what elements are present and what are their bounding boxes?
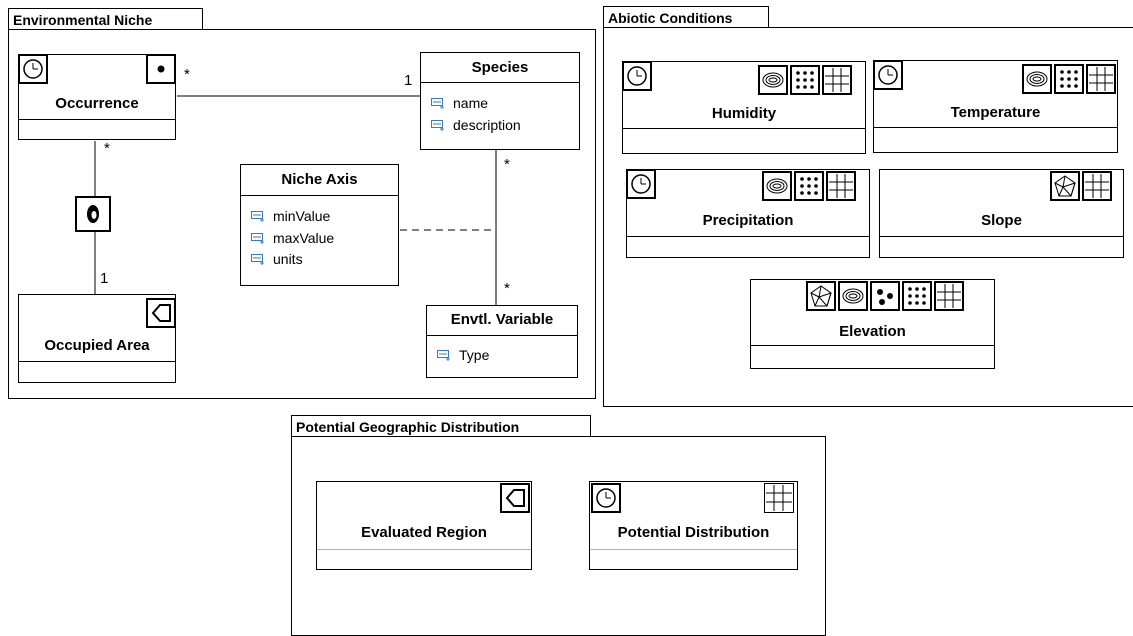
elevation-title: Elevation [839, 323, 906, 340]
multiplicity-occurrence-area-one: 1 [100, 270, 109, 287]
isoline-icon [838, 281, 868, 311]
clock-icon [591, 483, 621, 513]
point-icon [146, 54, 176, 84]
isoline-icon [762, 171, 792, 201]
niche-axis-title: Niche Axis [281, 171, 358, 188]
grid-icon [1086, 64, 1116, 94]
grid-icon [934, 281, 964, 311]
slope-representation-icons [1050, 171, 1112, 201]
clock-icon [626, 169, 656, 199]
multiplicity-species-variable-species: * [504, 156, 510, 173]
attribute-icon [431, 120, 444, 131]
multiplicity-occurrence-species-one: 1 [404, 72, 413, 89]
temperature-representation-icons [1022, 64, 1116, 94]
precipitation-title: Precipitation [702, 212, 794, 229]
point-set-icon [870, 281, 900, 311]
tin-icon [806, 281, 836, 311]
slope-title: Slope [981, 212, 1022, 229]
sample-points-icon [902, 281, 932, 311]
occupied-area-title: Occupied Area [44, 337, 150, 354]
environmental-niche-package-tab: Environmental Niche [8, 8, 203, 30]
species-class[interactable]: Species name description [420, 52, 580, 150]
occurrence-title: Occurrence [55, 95, 139, 112]
multiplicity-occurrence-species-many: * [184, 66, 190, 83]
sample-points-icon [1054, 64, 1084, 94]
grid-icon [822, 65, 852, 95]
attribute-icon [251, 254, 264, 265]
elevation-representation-icons [806, 281, 964, 311]
abiotic-conditions-package [603, 27, 1133, 407]
grid-icon [826, 171, 856, 201]
envtl-variable-attribute-type: Type [437, 347, 489, 363]
tin-icon [1050, 171, 1080, 201]
attribute-icon [251, 211, 264, 222]
attribute-icon [437, 350, 450, 361]
environmental-niche-package [8, 29, 596, 399]
evaluated-region-title: Evaluated Region [361, 524, 487, 541]
species-title: Species [471, 59, 529, 76]
potential-geographic-distribution-package-tab: Potential Geographic Distribution [291, 415, 591, 437]
envtl-variable-class[interactable]: Envtl. Variable Type [426, 305, 578, 378]
potential-distribution-class[interactable]: Potential Distribution [589, 481, 798, 570]
species-attribute-name: name [431, 95, 488, 111]
niche-axis-attribute-maxvalue: maxValue [251, 230, 334, 246]
isoline-icon [758, 65, 788, 95]
niche-axis-attribute-units: units [251, 251, 303, 267]
sample-points-icon [790, 65, 820, 95]
multiplicity-species-variable-variable: * [504, 280, 510, 297]
abiotic-conditions-package-tab: Abiotic Conditions [603, 6, 769, 28]
niche-axis-class[interactable]: Niche Axis minValue maxValue units [240, 164, 399, 286]
humidity-title: Humidity [711, 105, 777, 122]
multiplicity-occurrence-area-many: * [104, 140, 110, 157]
clock-icon [873, 60, 903, 90]
potential-geographic-distribution-package-label: Potential Geographic Distribution [296, 419, 520, 435]
clock-icon [18, 54, 48, 84]
humidity-representation-icons [758, 65, 852, 95]
isoline-icon [1022, 64, 1052, 94]
evaluated-region-class[interactable]: Evaluated Region [316, 481, 532, 570]
attribute-icon [431, 98, 444, 109]
temperature-title: Temperature [950, 104, 1041, 121]
species-attribute-description: description [431, 117, 521, 133]
potential-distribution-title: Potential Distribution [617, 524, 770, 541]
polygon-icon [500, 483, 530, 513]
attribute-icon [251, 233, 264, 244]
precipitation-representation-icons [762, 171, 856, 201]
connectors [94, 95, 497, 305]
niche-axis-attribute-minvalue: minValue [251, 208, 330, 224]
polygon-icon [146, 298, 176, 328]
grid-icon [1082, 171, 1112, 201]
environmental-niche-package-label: Environmental Niche [13, 12, 153, 28]
clock-icon [622, 61, 652, 91]
sample-points-icon [794, 171, 824, 201]
grid-icon [764, 483, 794, 513]
niche-link-icon [75, 196, 111, 232]
abiotic-conditions-package-label: Abiotic Conditions [608, 10, 733, 26]
envtl-variable-title: Envtl. Variable [450, 311, 554, 328]
